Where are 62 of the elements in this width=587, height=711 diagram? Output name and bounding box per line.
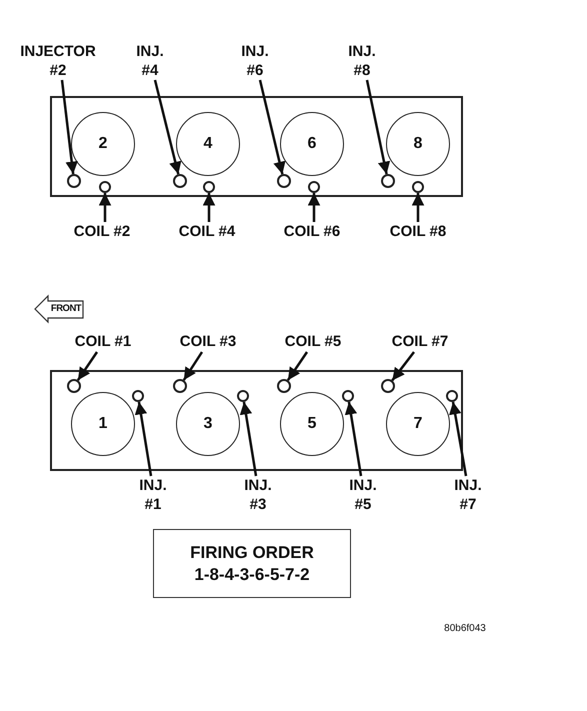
cylinder-number: 3 [204,415,212,433]
port-circle [132,390,144,402]
leader-arrow [366,80,390,174]
port-circle [446,390,458,402]
port-circle [173,379,187,393]
port-circle [237,390,249,402]
callout-label: INJ. #3 [238,476,278,514]
callout-label: COIL #3 [166,332,250,352]
leader-arrow [98,193,112,222]
port-circle [342,390,354,402]
cylinder-number: 1 [98,415,108,433]
leader-arrow [449,402,468,476]
callout-label: INJ. #8 [342,42,382,80]
leader-arrow [134,402,152,476]
leader-arrow [344,402,362,476]
callout-label: INJ. #7 [448,476,488,514]
engine-bank-outline [50,96,463,197]
leader-arrow [391,351,415,382]
callout-label: COIL #5 [271,332,355,352]
callout-label: COIL #7 [378,332,462,352]
port-circle [277,379,291,393]
cylinder-number: 4 [204,135,212,153]
figure-code: 80b6f043 [443,622,487,636]
port-circle [173,174,187,188]
callout-label: INJ. #5 [343,476,383,514]
callout-label: COIL #1 [61,332,145,352]
callout-label: COIL #8 [376,222,460,242]
leader-arrow [412,193,424,222]
callout-label: COIL #6 [270,222,354,242]
port-circle [277,174,291,188]
port-circle [67,174,81,188]
leader-arrow [76,351,98,381]
engine-bank-outline [50,370,463,471]
cylinder-number: 8 [414,135,422,153]
cylinder-number: 5 [308,415,316,433]
callout-label: INJ. #6 [235,42,275,80]
firing-order-heading: FIRING ORDER [190,542,314,564]
port-circle [308,181,320,193]
callout-label: INJECTOR #2 [14,42,102,80]
leader-arrow [240,402,258,476]
port-circle [381,174,395,188]
cylinder-number: 6 [308,135,316,153]
leader-arrow [202,193,216,222]
port-circle [99,181,111,193]
front-label: FRONT [50,303,82,315]
port-circle [67,379,81,393]
cylinder-number: 7 [414,415,422,433]
firing-order-box [153,529,351,598]
port-circle [381,379,395,393]
leader-arrow [308,193,320,222]
leader-arrow [154,80,182,174]
firing-order-sequence: 1-8-4-3-6-5-7-2 [194,564,310,586]
leader-arrow [286,351,308,381]
cylinder-number: 2 [98,135,108,153]
callout-label: COIL #2 [60,222,144,242]
port-circle [412,181,424,193]
callout-label: INJ. #1 [133,476,173,514]
callout-label: COIL #4 [165,222,249,242]
leader-arrow [258,80,286,174]
port-circle [203,181,215,193]
callout-label: INJ. #4 [130,42,170,80]
leader-arrow [182,351,204,381]
